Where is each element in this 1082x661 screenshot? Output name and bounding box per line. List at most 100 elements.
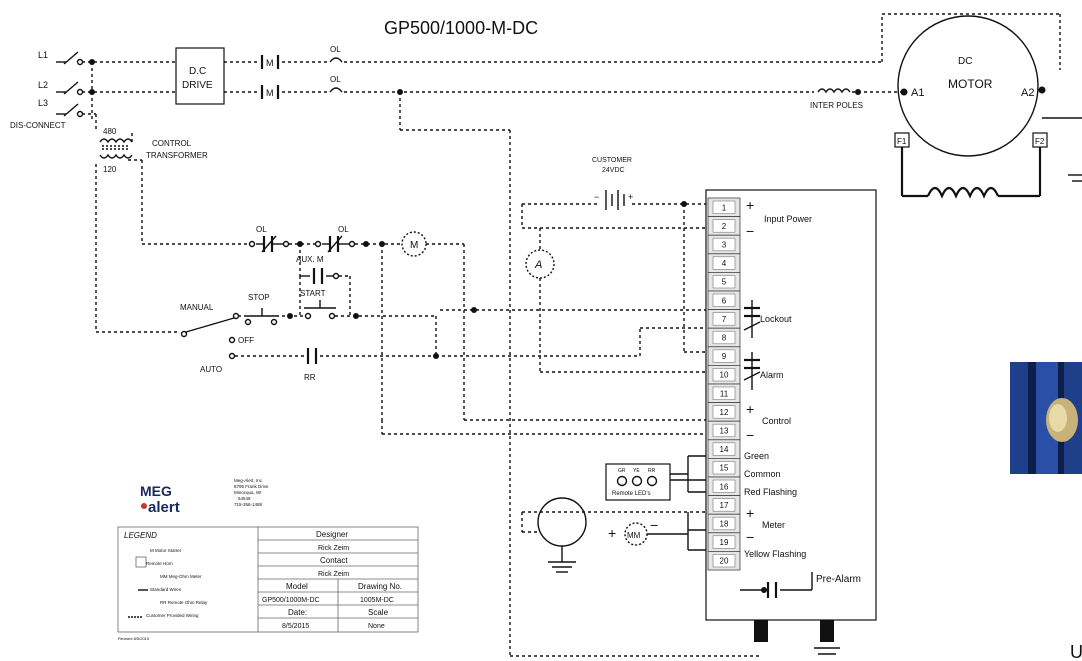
yellow-flashing-label: Yellow Flashing <box>744 549 806 559</box>
terminal-18-number: 18 <box>720 520 729 529</box>
terminal-5-label-box <box>712 275 736 289</box>
alarm-label: Alarm <box>760 370 784 380</box>
remote-led-2 <box>631 475 643 487</box>
terminal-13-label-box <box>712 423 736 438</box>
terminal-1-label-box <box>712 200 736 214</box>
motor-label-2: MOTOR <box>948 77 993 91</box>
red-flashing-label: Red Flashing <box>744 487 797 497</box>
meter-label: Meter <box>762 520 785 530</box>
company-address: Meg-Alert, Inc. 8795 Frank Drive Minocqu… <box>234 478 269 507</box>
terminal-9-number: 9 <box>722 352 727 361</box>
remote-horn-symbol <box>525 249 555 279</box>
title-block-grid <box>257 527 418 632</box>
control-transformer: 480 120 CONTROL TRANSFORMER <box>95 114 208 174</box>
motor-label-1: DC <box>958 56 972 67</box>
line-label-l2: L2 <box>38 80 48 90</box>
designer-value: Rick Zeim <box>318 545 349 552</box>
cable-gland-1 <box>754 620 768 642</box>
terminal-7-number: 7 <box>722 315 727 324</box>
terminal-5-number: 5 <box>722 278 727 287</box>
motor-terminal-a2: A2 <box>1021 87 1034 99</box>
meg-ohm-meter-label: MM <box>627 531 641 540</box>
remote-led-1-label: GR <box>618 468 626 474</box>
transformer-secondary-label: 120 <box>103 165 117 174</box>
title-block <box>117 526 419 633</box>
corner-brand-graphic: U <box>1010 362 1082 661</box>
model-label: Model <box>286 582 308 591</box>
terminal-2-number: 2 <box>722 222 727 231</box>
drawing-number-value: 1005M-DC <box>360 597 394 604</box>
manual-label: MANUAL <box>180 303 214 312</box>
date-value: 8/5/2015 <box>282 623 309 630</box>
motor-field-f1: F1 <box>897 137 907 146</box>
svg-text:8795 Frank Drive: 8795 Frank Drive <box>234 484 269 489</box>
legend-items: M Motor Starter Remote Horn MM Meg-Ohm M… <box>128 548 208 618</box>
ol-contact-label-1: OL <box>256 225 267 234</box>
motor-terminal-a1: A1 <box>911 87 924 99</box>
terminal-15-number: 15 <box>720 464 729 473</box>
customer-supply-label-1: CUSTOMER <box>592 157 632 164</box>
control-plus: + <box>746 401 754 417</box>
motor-coil-label: M <box>410 240 418 251</box>
terminal-18-label-box <box>712 516 736 531</box>
terminal-17-label-box <box>712 498 736 512</box>
terminal-6-label-box <box>712 293 736 307</box>
svg-text:+: + <box>628 192 633 202</box>
terminal-6-number: 6 <box>722 296 727 305</box>
overload-label-1: OL <box>330 45 341 54</box>
meg-meter-plus: + <box>608 525 616 541</box>
svg-text:RR Remote Ohm Relay: RR Remote Ohm Relay <box>160 600 208 605</box>
meg-meter-minus: − <box>650 517 658 533</box>
input-power-minus: − <box>746 223 754 239</box>
contact-label: Contact <box>320 556 348 565</box>
cable-gland-2 <box>820 620 834 642</box>
control-minus: − <box>746 427 754 443</box>
control-wiring <box>95 159 706 435</box>
motor-field-f2: F2 <box>1035 137 1045 146</box>
terminal-4-label-box <box>712 256 736 270</box>
dc-drive-box <box>175 47 225 105</box>
terminal-20-label-box <box>712 554 736 568</box>
svg-text:MM Meg-Ohm Meter: MM Meg-Ohm Meter <box>160 574 202 579</box>
svg-text:alert: alert <box>148 499 180 516</box>
customer-battery: − + <box>521 190 706 373</box>
transformer-label-1: CONTROL <box>152 139 192 148</box>
remote-led-3 <box>646 475 658 487</box>
scale-label: Scale <box>368 608 389 617</box>
terminal-16-label-box <box>712 479 736 493</box>
relay-contact-symbols <box>740 300 813 598</box>
horn-label: A <box>534 259 542 271</box>
terminal-8-number: 8 <box>722 334 727 343</box>
meter-ground-symbol <box>537 497 587 547</box>
disconnect-switch <box>56 51 176 120</box>
contactor-label-2: M <box>266 88 274 98</box>
input-power-plus: + <box>746 197 754 213</box>
common-label: Common <box>744 469 781 479</box>
led-wiring <box>670 455 706 493</box>
drawing-number-label: Drawing No. <box>358 582 402 591</box>
terminal-15-label-box <box>712 461 736 475</box>
terminal-1-number: 1 <box>722 203 727 212</box>
remote-leds-box <box>605 463 671 501</box>
svg-text:−: − <box>594 192 599 202</box>
terminal-16-number: 16 <box>720 482 729 491</box>
terminal-10-number: 10 <box>720 371 729 380</box>
stop-label: STOP <box>248 293 270 302</box>
remote-led-3-label: RR <box>648 468 656 474</box>
svg-text:Remote Horn: Remote Horn <box>146 561 173 566</box>
dc-motor <box>897 15 1039 157</box>
megalert-logo: MEG alert <box>140 483 180 516</box>
inter-poles-label: INTER POLES <box>810 101 863 110</box>
terminal-14-number: 14 <box>720 445 729 454</box>
terminal-9-label-box <box>712 349 736 363</box>
power-output-lines <box>224 13 1061 657</box>
terminal-19-label-box <box>712 535 736 549</box>
svg-text:Customer Provided Wiring: Customer Provided Wiring <box>146 613 199 618</box>
field-winding <box>900 117 1082 199</box>
terminal-14-label-box <box>712 442 736 456</box>
terminal-13-number: 13 <box>720 427 729 436</box>
svg-text:Standard Wires: Standard Wires <box>150 587 182 592</box>
remote-led-2-label: YE <box>633 468 640 474</box>
